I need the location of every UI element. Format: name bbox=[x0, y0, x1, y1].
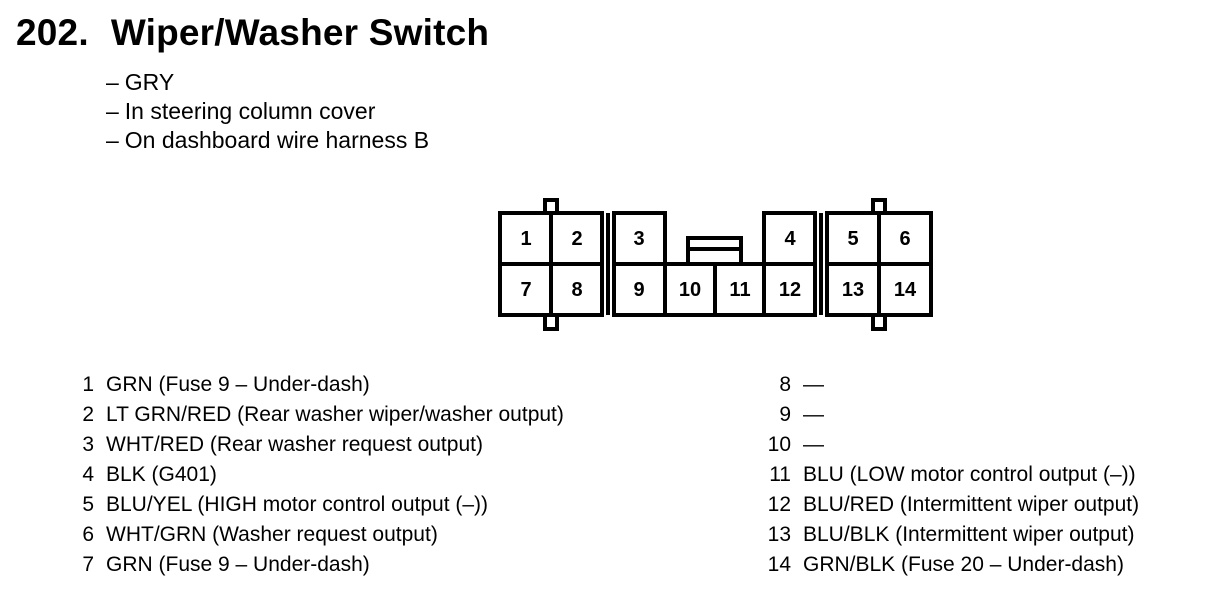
note-text: In steering column cover bbox=[124, 98, 376, 124]
pin-row: 8— bbox=[756, 370, 1139, 400]
pin-label: 1 bbox=[520, 228, 531, 250]
pin-number: 11 bbox=[769, 463, 791, 486]
pin-number: 3 bbox=[82, 433, 94, 456]
pin-number: 8 bbox=[779, 373, 791, 396]
pin-number: 5 bbox=[82, 493, 94, 516]
pin-number: 14 bbox=[767, 553, 791, 576]
pin-number: 2 bbox=[82, 403, 94, 426]
pin-number: 6 bbox=[82, 523, 94, 546]
pin-labels: 1 2 3 4 5 6 7 8 9 10 11 12 13 14 bbox=[520, 228, 917, 301]
pin-description: BLU/YEL (HIGH motor control output (–)) bbox=[106, 493, 489, 516]
component-number: 202. bbox=[16, 12, 89, 53]
component-notes: –GRY –In steering column cover –On dashb… bbox=[106, 68, 429, 155]
page-title: 202. Wiper/Washer Switch bbox=[16, 12, 489, 54]
pin-label: 2 bbox=[571, 228, 582, 250]
pin-number: 12 bbox=[767, 493, 791, 516]
pin-number: 7 bbox=[82, 553, 94, 576]
pin-description: GRN (Fuse 9 – Under-dash) bbox=[106, 373, 370, 396]
note-dash: – bbox=[106, 98, 119, 124]
pin-row: 5 BLU/YEL (HIGH motor control output (–)) bbox=[70, 490, 564, 520]
pin-row: 1 GRN (Fuse 9 – Under-dash) bbox=[70, 370, 564, 400]
note-dash: – bbox=[106, 127, 119, 153]
pin-row: 6 WHT/GRN (Washer request output) bbox=[70, 520, 564, 550]
pin-description: — bbox=[803, 403, 824, 426]
pin-label: 7 bbox=[520, 279, 531, 301]
pin-row: 14 GRN/BLK (Fuse 20 – Under-dash) bbox=[756, 550, 1139, 580]
pin-number: 10 bbox=[767, 433, 791, 456]
pin-row: 11 BLU (LOW motor control output (–)) bbox=[756, 460, 1139, 490]
pin-row: 9— bbox=[756, 400, 1139, 430]
pin-description: BLU/BLK (Intermittent wiper output) bbox=[803, 523, 1135, 546]
pin-label: 4 bbox=[784, 228, 796, 250]
pin-label: 12 bbox=[779, 279, 801, 301]
pin-row: 7 GRN (Fuse 9 – Under-dash) bbox=[70, 550, 564, 580]
pin-row: 4 BLK (G401) bbox=[70, 460, 564, 490]
pin-description: LT GRN/RED (Rear washer wiper/washer out… bbox=[106, 403, 564, 426]
locking-tab bbox=[871, 313, 887, 331]
pin-description: GRN (Fuse 9 – Under-dash) bbox=[106, 553, 370, 576]
pin-label: 11 bbox=[729, 279, 750, 301]
pin-description: BLU (LOW motor control output (–)) bbox=[803, 463, 1136, 486]
pin-label: 13 bbox=[842, 279, 864, 301]
pin-number: 9 bbox=[779, 403, 791, 426]
pin-row: 2 LT GRN/RED (Rear washer wiper/washer ou… bbox=[70, 400, 564, 430]
locking-tab bbox=[543, 198, 559, 215]
note-dash: – bbox=[106, 69, 119, 95]
pin-number: 1 bbox=[82, 373, 94, 396]
connector-outline bbox=[498, 198, 933, 331]
connector-middle-block bbox=[612, 211, 817, 317]
pin-label: 9 bbox=[633, 279, 644, 301]
pin-label: 14 bbox=[894, 279, 917, 301]
pin-label: 5 bbox=[847, 228, 858, 250]
note-location: –In steering column cover bbox=[106, 97, 429, 126]
locking-tab bbox=[871, 198, 887, 215]
pin-row: 12 BLU/RED (Intermittent wiper output) bbox=[756, 490, 1139, 520]
pin-label: 8 bbox=[571, 279, 582, 301]
pin-description: WHT/RED (Rear washer request output) bbox=[106, 433, 483, 456]
pin-number: 4 bbox=[82, 463, 94, 486]
pin-row: 10 — bbox=[756, 430, 1139, 460]
pin-label: 6 bbox=[899, 228, 910, 250]
pin-label: 10 bbox=[679, 279, 701, 301]
pin-row: 13 BLU/BLK (Intermittent wiper output) bbox=[756, 520, 1139, 550]
locking-tab bbox=[543, 313, 559, 331]
component-title: Wiper/Washer Switch bbox=[110, 12, 490, 53]
pin-number: 13 bbox=[767, 523, 791, 546]
note-color: –GRY bbox=[106, 68, 429, 97]
pin-description: — bbox=[803, 433, 824, 456]
pin-description: — bbox=[803, 373, 824, 396]
note-harness: –On dashboard wire harness B bbox=[106, 126, 429, 155]
pin-description: WHT/GRN (Washer request output) bbox=[106, 523, 438, 546]
pin-row: 3 WHT/RED (Rear washer request output) bbox=[70, 430, 564, 460]
pin-label: 3 bbox=[633, 228, 644, 250]
pin-description: GRN/BLK (Fuse 20 – Under-dash) bbox=[803, 553, 1124, 576]
pin-description: BLK (G401) bbox=[106, 463, 217, 486]
pin-description: BLU/RED (Intermittent wiper output) bbox=[803, 493, 1140, 516]
note-text: GRY bbox=[124, 69, 175, 95]
note-text: On dashboard wire harness B bbox=[124, 127, 430, 153]
